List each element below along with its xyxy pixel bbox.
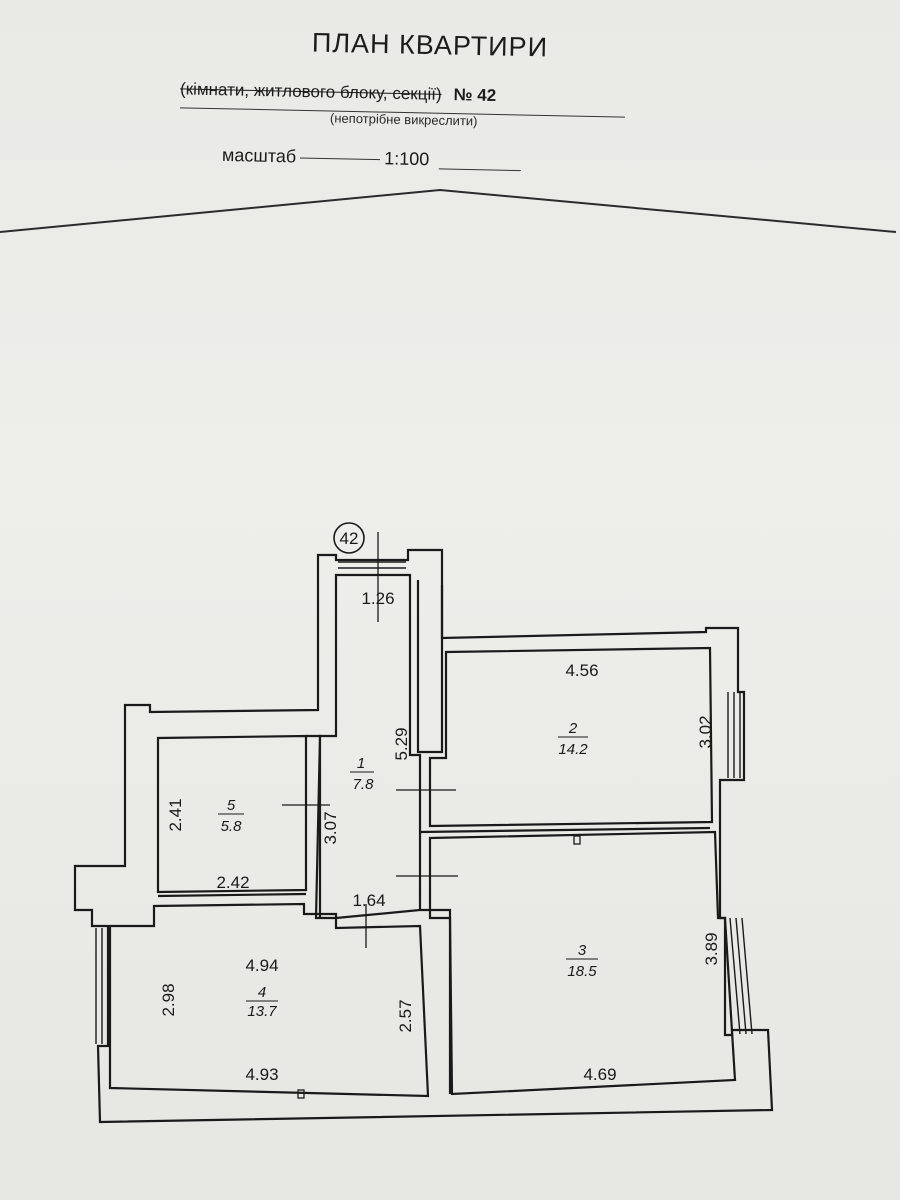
dim-hall-lower: 3.07 bbox=[321, 811, 340, 844]
dim-hall-width: 1.64 bbox=[352, 891, 385, 910]
walls bbox=[73, 548, 774, 1124]
dim-entry-width: 1.26 bbox=[361, 589, 394, 608]
room1-number: 1 bbox=[357, 755, 365, 772]
dim-room4-depth: 2.98 bbox=[159, 983, 178, 1016]
partition-2-3 bbox=[419, 826, 711, 834]
dim-room3-width: 4.69 bbox=[583, 1065, 616, 1084]
room2-walls bbox=[428, 646, 714, 828]
dim-room4-right: 2.57 bbox=[396, 999, 415, 1032]
form-frame-line bbox=[0, 188, 897, 233]
outer-wall bbox=[73, 548, 774, 1124]
room1-area: 7.8 bbox=[353, 776, 375, 793]
room5-number: 5 bbox=[227, 797, 236, 814]
room3-number: 3 bbox=[578, 942, 587, 959]
room4-walls bbox=[108, 902, 430, 1098]
dim-room4-bottom: 4.93 bbox=[245, 1065, 278, 1084]
dim-room3-depth: 3.89 bbox=[702, 932, 721, 965]
room3-walls bbox=[428, 830, 737, 1096]
windows bbox=[95, 561, 753, 1044]
room3-area: 18.5 bbox=[567, 963, 597, 980]
vent-mark-room3 bbox=[573, 835, 581, 845]
window-room3 bbox=[729, 917, 753, 1035]
room2-area: 14.2 bbox=[558, 741, 588, 758]
wall-pier-top bbox=[416, 580, 444, 754]
room4-number: 4 bbox=[258, 984, 266, 1001]
dim-room5-width: 2.42 bbox=[216, 873, 249, 892]
room5-walls bbox=[156, 734, 308, 894]
room-labels: 1 7.8 2 14.2 3 18.5 4 13.7 5 5.8 bbox=[218, 720, 598, 1020]
vent-mark-room4 bbox=[297, 1089, 305, 1099]
dim-room5-depth: 2.41 bbox=[166, 798, 185, 831]
room2-number: 2 bbox=[568, 720, 578, 737]
window-room2 bbox=[727, 692, 741, 778]
dim-room4-top: 4.94 bbox=[245, 956, 278, 975]
dimension-labels: 1.26 4.56 3.02 5.29 2.41 2.42 3.07 1.64 … bbox=[159, 589, 721, 1084]
door-marks bbox=[282, 532, 581, 1099]
partition-4-5 bbox=[157, 892, 307, 898]
apartment-marker-circle bbox=[333, 522, 365, 554]
dim-room2-width: 4.56 bbox=[565, 661, 598, 680]
dim-hall-length: 5.29 bbox=[392, 727, 411, 760]
dim-room2-depth: 3.02 bbox=[696, 715, 715, 748]
partition-3-4 bbox=[420, 908, 452, 1094]
window-room4 bbox=[95, 928, 109, 1044]
room5-area: 5.8 bbox=[221, 818, 243, 835]
hall-walls bbox=[314, 573, 422, 920]
apartment-marker-number: 42 bbox=[340, 529, 359, 548]
room4-area: 13.7 bbox=[247, 1003, 277, 1020]
entry-opening bbox=[338, 561, 406, 569]
partition-hall-5 bbox=[306, 734, 322, 918]
